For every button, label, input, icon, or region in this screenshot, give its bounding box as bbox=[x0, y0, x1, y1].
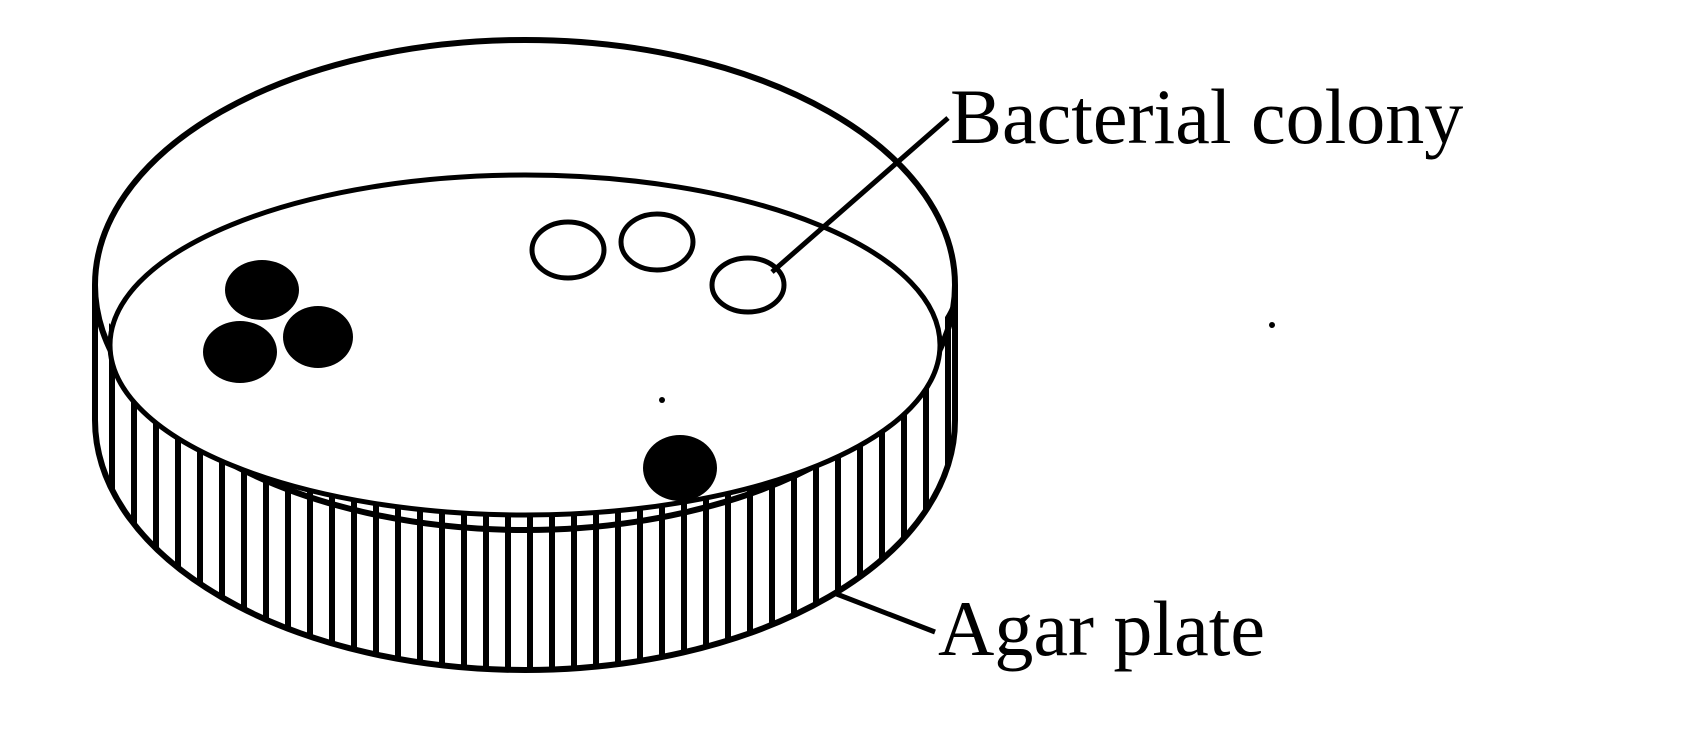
light-colony bbox=[712, 258, 784, 312]
dark-colony bbox=[203, 321, 277, 383]
speck-mark bbox=[659, 397, 665, 403]
dark-colony bbox=[283, 306, 353, 368]
agar-plate-label: Agar plate bbox=[938, 585, 1265, 672]
bacterial-colony-label: Bacterial colony bbox=[950, 73, 1463, 160]
agar-plate-leader-line bbox=[834, 593, 935, 632]
dark-colony bbox=[225, 260, 299, 320]
speck-mark bbox=[1269, 322, 1275, 328]
dark-colony bbox=[643, 435, 717, 501]
light-colony bbox=[532, 222, 604, 278]
light-colony bbox=[621, 214, 693, 270]
